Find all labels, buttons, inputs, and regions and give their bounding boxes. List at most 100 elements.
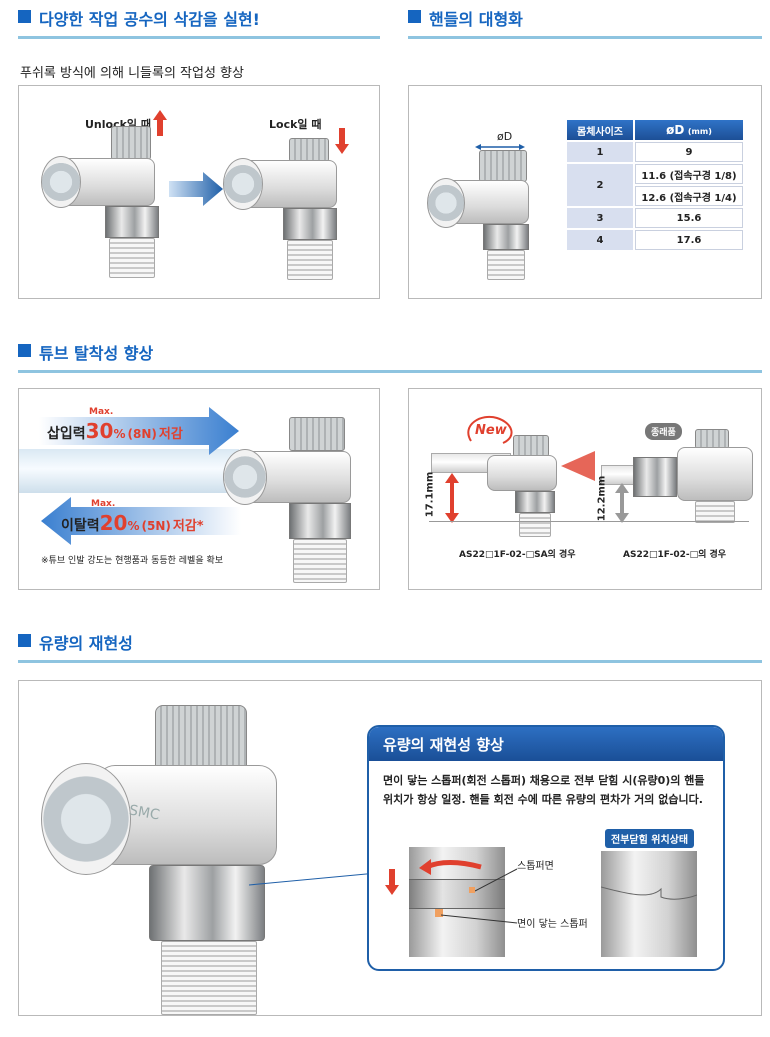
tube-port [41, 156, 81, 208]
down-arrow-icon [385, 869, 399, 895]
bullet-square-icon [408, 9, 421, 23]
hex-nut [105, 206, 159, 238]
cell-diameter: 17.6 [635, 230, 743, 250]
fitting-illustration [219, 417, 369, 589]
insert-arrow-icon [39, 407, 239, 455]
arrow-up-icon [153, 110, 167, 136]
panel-push-lock: Unlock일 때 Lock일 때 [18, 85, 380, 299]
thread [487, 250, 525, 280]
cell-size: 4 [567, 230, 633, 250]
tube-port [427, 178, 465, 228]
new-caption: AS22□1F-02-□SA의 경우 [459, 550, 576, 560]
hex-nut [149, 865, 265, 941]
section-header-large-handle: 핸들의 대형화 [408, 6, 523, 38]
thread [109, 238, 155, 278]
fitting-locked-illustration [219, 126, 359, 286]
compare-arrow-icon [561, 451, 595, 481]
cell-diameter: 11.6 (접속구경 1/8) [635, 164, 743, 184]
old-badge: 종래품 [645, 423, 682, 440]
hex-nut [483, 224, 529, 250]
thread [519, 513, 551, 537]
lock-label: Lock일 때 [269, 118, 322, 131]
hex-nut [633, 457, 677, 497]
baseline [429, 521, 749, 522]
thread [161, 941, 257, 1015]
old-fitting-illustration [625, 429, 755, 539]
remove-force-text: 이탈력20%(5N)저감* [61, 511, 204, 535]
bullet-square-icon [18, 343, 31, 357]
fitting-body [487, 455, 557, 491]
panel-insert-remove-force: Max. 삽입력30%(8N)저감 Max. 이탈력20%(5N)저감* ※튜브… [18, 388, 380, 590]
section-rule [18, 660, 762, 663]
cell-size: 3 [567, 208, 633, 228]
info-box-title: 유량의 재현성 향상 [369, 727, 723, 761]
hex-nut [283, 208, 337, 240]
closed-seam-line [601, 886, 697, 900]
label-stopper-face: 스톱퍼면 [517, 861, 554, 872]
diameter-dimension-icon [475, 144, 525, 150]
handle-knob [479, 150, 527, 182]
fitting-body [677, 447, 753, 501]
tube-port [223, 158, 263, 210]
handle-knob [695, 429, 729, 449]
section-rule [408, 36, 762, 39]
section-header-tube-detach: 튜브 탈착성 향상 [18, 340, 153, 372]
handle-knob [513, 435, 549, 457]
section-header-work-reduction: 다양한 작업 공수의 삭감을 실현! [18, 6, 260, 38]
handle-knob [155, 705, 247, 773]
cell-diameter: 15.6 [635, 208, 743, 228]
new-badge: New [475, 423, 507, 438]
old-height-arrow-icon [615, 483, 629, 523]
old-caption: AS22□1F-02-□의 경우 [623, 550, 727, 560]
flow-info-box: 유량의 재현성 향상 면이 닿는 스톱퍼(회전 스톱퍼) 채용으로 전부 닫힘 … [367, 725, 725, 971]
bullet-square-icon [18, 9, 31, 23]
cell-size: 1 [567, 142, 633, 162]
closed-cylinder-illustration [601, 851, 697, 957]
thread [695, 501, 735, 523]
leader-line [441, 914, 518, 924]
cell-diameter: 9 [635, 142, 743, 162]
hex-nut [515, 491, 555, 513]
section-rule [18, 36, 380, 39]
insert-force-text: 삽입력30%(8N)저감 [47, 419, 183, 443]
table-row: 12.6 (접속구경 1/4) [567, 186, 743, 206]
panel1-subtitle: 푸쉬록 방식에 의해 니들록의 작업성 향상 [20, 66, 244, 81]
col-header-size: 몸체사이즈 [567, 120, 633, 140]
diameter-label: øD [497, 130, 513, 143]
blue-right-arrow-icon [169, 172, 223, 206]
section-header-flow-repeatability: 유량의 재현성 [18, 630, 133, 662]
handle-knob [111, 126, 151, 160]
stopper-face-mark [469, 887, 475, 893]
cell-diameter: 12.6 (접속구경 1/4) [635, 186, 743, 206]
handle-knob [289, 138, 329, 162]
tube-illustration [19, 449, 239, 493]
leader-line [475, 868, 518, 892]
insert-max-label: Max. [89, 407, 114, 417]
tube-port [223, 449, 267, 505]
panel-compact-height: New 종래품 17.1mm 12.2mm AS22□1F-02-□SA의 경우… [408, 388, 762, 590]
fitting-unlocked-illustration [39, 126, 169, 286]
remove-arrow-icon [41, 497, 241, 545]
thread [287, 240, 333, 280]
new-badge-icon [467, 415, 513, 444]
callout-line [249, 872, 378, 886]
footnote: ※튜브 인발 강도는 현행품과 동등한 레벨을 확보 [41, 556, 224, 566]
cell-size: 2 [567, 164, 633, 206]
new-height-arrow-icon [445, 473, 459, 523]
remove-max-label: Max. [91, 499, 116, 509]
rotation-arrow-icon [419, 859, 482, 875]
new-fitting-illustration [471, 435, 571, 545]
bullet-square-icon [18, 633, 31, 647]
handle-knob [289, 417, 345, 451]
arrow-down-icon [335, 128, 349, 154]
section-rule [18, 370, 762, 373]
stopper-contact-mark [435, 909, 443, 917]
closed-position-tag: 전부닫힘 위치상태 [605, 829, 695, 848]
new-height-label: 17.1mm [424, 471, 436, 518]
